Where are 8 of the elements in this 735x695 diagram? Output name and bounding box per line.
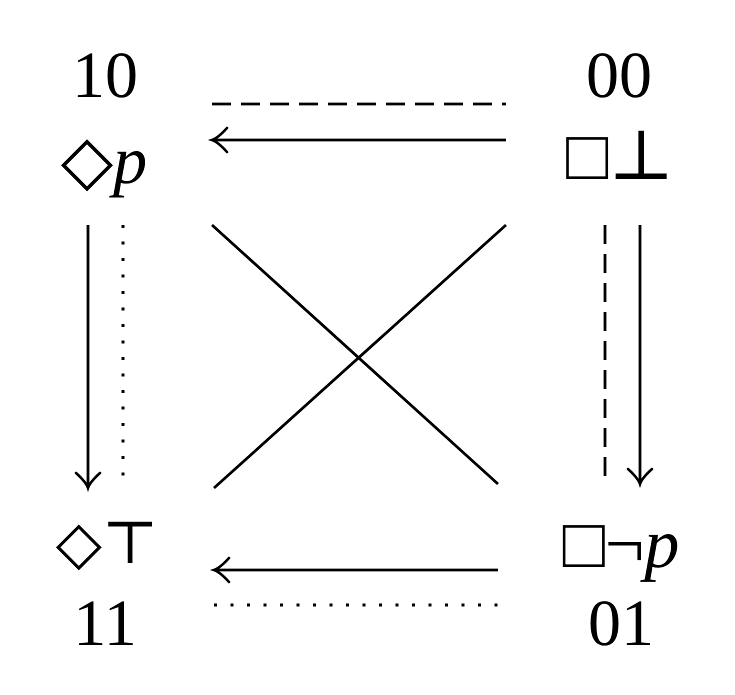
binary-code: 11 [73,591,137,657]
modal-formula: □¬p [562,510,680,580]
binary-code: 10 [72,43,138,109]
binary-code: 00 [586,43,652,109]
binary-code: 01 [588,591,654,657]
dashed-line [212,102,506,106]
modal-formula: □⊥ [566,122,674,192]
modal-formula: ◇⊤ [56,513,158,573]
